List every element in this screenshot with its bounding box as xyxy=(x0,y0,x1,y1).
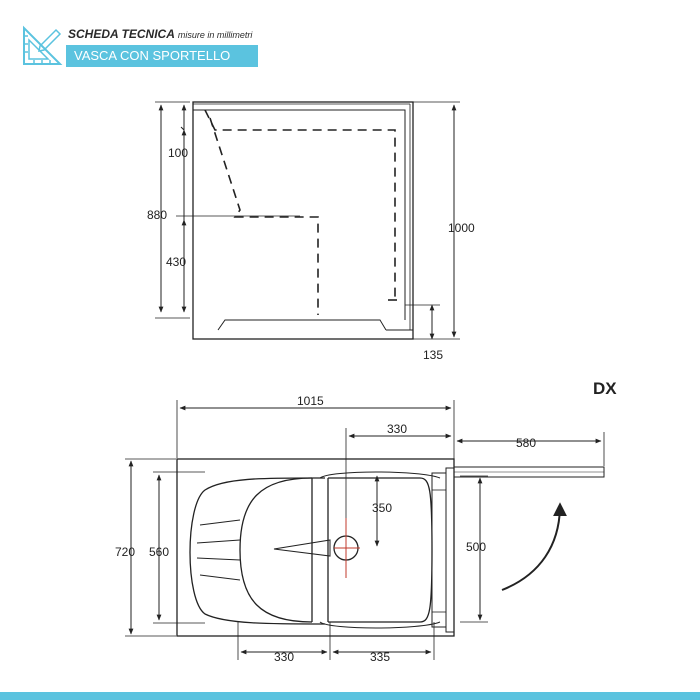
dim-880-label: 880 xyxy=(147,208,167,222)
dim-330-top-label: 330 xyxy=(387,422,407,436)
top-view-outline xyxy=(176,458,455,637)
header-subtitle: misure in millimetri xyxy=(177,30,253,40)
top-view xyxy=(125,400,605,660)
dim-1000-label: 1000 xyxy=(448,221,475,235)
dim-350-label: 350 xyxy=(372,501,392,515)
dim-500-label: 500 xyxy=(466,540,486,554)
ruler-pencil-icon xyxy=(20,24,64,68)
dim-1015-label: 1015 xyxy=(297,394,324,408)
top-view-rim xyxy=(189,477,326,625)
door-rotation-arrow xyxy=(501,502,567,591)
dim-430-label: 430 xyxy=(166,255,186,269)
side-view xyxy=(155,101,460,340)
header-title-text: SCHEDA TECNICA xyxy=(68,27,175,41)
orientation-label: DX xyxy=(593,379,617,398)
side-view-base xyxy=(217,319,387,331)
side-view-rim xyxy=(193,109,406,320)
dim-560-label: 560 xyxy=(149,545,169,559)
dim-330-bottom-label: 330 xyxy=(274,650,294,664)
dim-100-label: 100 xyxy=(168,146,188,160)
drain-axes xyxy=(334,518,360,578)
side-view-outline xyxy=(192,101,414,340)
product-banner: VASCA CON SPORTELLO xyxy=(66,45,258,67)
dim-580-label: 580 xyxy=(516,436,536,450)
side-view-seat-dashed xyxy=(204,109,400,315)
dim-335-label: 335 xyxy=(370,650,390,664)
bottom-accent-bar xyxy=(0,692,700,700)
dim-720-label: 720 xyxy=(115,545,135,559)
dim-135-label: 135 xyxy=(423,348,443,362)
